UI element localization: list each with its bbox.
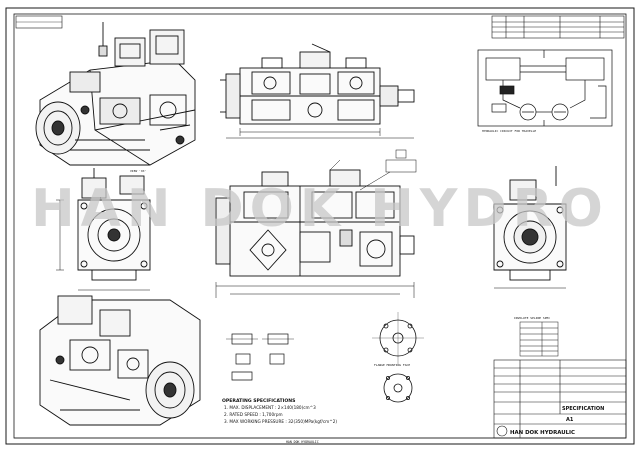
specs-line-1: 1. MAX. DISPLACEMENT : 2×140(180)cm^3 bbox=[224, 405, 316, 410]
detail-views-bottom-center bbox=[226, 333, 294, 381]
spline-label: INVOLUTE SPLINE SPEC bbox=[514, 316, 550, 320]
top-left-label-box bbox=[15, 15, 63, 29]
spline-spec-table bbox=[519, 321, 559, 357]
flange-label: FLANGE MOUNTING FACE bbox=[374, 363, 410, 367]
iso-pump-top-left bbox=[35, 22, 196, 166]
title-block-frame bbox=[493, 359, 627, 439]
title-size: A1 bbox=[566, 417, 574, 423]
outer-border bbox=[5, 7, 635, 445]
side-view-top-center bbox=[220, 43, 415, 139]
flange-views bbox=[372, 312, 424, 403]
revision-block bbox=[491, 15, 625, 39]
watermark-text: HAN DOK HYDRO bbox=[31, 179, 609, 239]
view-label-iso: VIEW 'XX' bbox=[130, 169, 146, 173]
specs-heading: OPERATING SPECIFICATIONS bbox=[222, 398, 295, 404]
rear-view-mid-right bbox=[493, 166, 567, 289]
title-company: HAN DOK HYDRAULIC bbox=[510, 430, 575, 436]
specs-line-3: 3. MAX WORKING PRESSURE : 32(350)MPa(kgf… bbox=[224, 419, 337, 424]
iso-pump-bottom-left bbox=[39, 295, 201, 426]
title-doc-type: SPECIFICATION bbox=[562, 406, 604, 412]
front-elevation-center bbox=[215, 149, 417, 298]
circuit-label: HYDRAULIC CIRCUIT FOR TRAVELLE bbox=[482, 129, 536, 133]
front-view-mid-left bbox=[56, 168, 151, 291]
specs-line-2: 2. RATED SPEED : 1,700rpm bbox=[224, 412, 283, 417]
hydraulic-circuit bbox=[477, 49, 613, 127]
footer-center-text: HAN DOK HYDRAULIC bbox=[286, 440, 319, 444]
